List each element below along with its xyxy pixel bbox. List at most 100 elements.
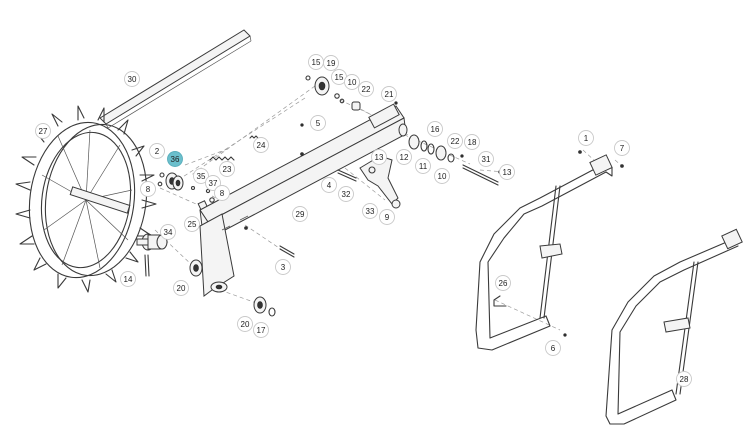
callout-21[interactable]: 21 (381, 86, 397, 102)
callout-circle (447, 133, 463, 149)
callout-24[interactable]: 24 (253, 137, 269, 153)
callout-number: 19 (327, 59, 336, 68)
callout-16[interactable]: 16 (427, 121, 443, 137)
callout-number: 11 (419, 162, 428, 171)
callout-circle (478, 151, 494, 167)
callout-17[interactable]: 17 (253, 322, 269, 338)
callout-circle (381, 86, 397, 102)
callout-number: 37 (209, 179, 218, 188)
callout-10[interactable]: 10 (344, 74, 360, 90)
callout-7[interactable]: 7 (614, 140, 630, 156)
callout-30[interactable]: 30 (124, 71, 140, 87)
callout-circle (253, 137, 269, 153)
callout-11[interactable]: 11 (415, 158, 431, 174)
callout-14[interactable]: 14 (120, 271, 136, 287)
callout-number: 31 (482, 155, 491, 164)
callout-circle (578, 130, 594, 146)
callout-circle (160, 224, 176, 240)
callout-circle (427, 121, 443, 137)
callout-27[interactable]: 27 (35, 123, 51, 139)
callout-25[interactable]: 25 (184, 216, 200, 232)
callout-number: 27 (39, 127, 48, 136)
callout-number: 33 (366, 207, 375, 216)
callout-number: 2 (155, 147, 160, 156)
callout-circle (149, 143, 165, 159)
callout-number: 18 (468, 138, 477, 147)
callout-35[interactable]: 35 (193, 168, 209, 184)
callout-32[interactable]: 32 (338, 186, 354, 202)
callout-19[interactable]: 19 (323, 55, 339, 71)
callout-number: 3 (281, 263, 286, 272)
callout-33[interactable]: 33 (362, 203, 378, 219)
callout-number: 34 (164, 228, 173, 237)
callout-6[interactable]: 6 (545, 340, 561, 356)
callout-circle (338, 186, 354, 202)
callout-29[interactable]: 29 (292, 206, 308, 222)
callout-number: 15 (312, 58, 321, 67)
callout-4[interactable]: 4 (321, 177, 337, 193)
callout-number: 21 (385, 90, 394, 99)
callout-circle (614, 140, 630, 156)
callout-circle (167, 151, 183, 167)
callout-circle (358, 81, 374, 97)
callout-circle (275, 259, 291, 275)
callout-number: 14 (124, 275, 133, 284)
callout-28[interactable]: 28 (676, 371, 692, 387)
callout-number: 29 (296, 210, 305, 219)
callout-number: 9 (385, 213, 390, 222)
callout-9[interactable]: 9 (379, 209, 395, 225)
bushings (189, 259, 276, 317)
callout-36[interactable]: 36 (167, 151, 183, 167)
callout-number: 30 (128, 75, 137, 84)
callout-23[interactable]: 23 (219, 161, 235, 177)
callout-2[interactable]: 2 (149, 143, 165, 159)
upper-bearing-parts (305, 75, 361, 111)
callout-8[interactable]: 8 (140, 181, 156, 197)
callout-circle (237, 316, 253, 332)
callout-20[interactable]: 20 (173, 280, 189, 296)
callout-31[interactable]: 31 (478, 151, 494, 167)
callout-number: 15 (335, 73, 344, 82)
callout-26[interactable]: 26 (495, 275, 511, 291)
callout-10[interactable]: 10 (434, 168, 450, 184)
callout-1[interactable]: 1 (578, 130, 594, 146)
callout-12[interactable]: 12 (396, 149, 412, 165)
callout-number: 10 (438, 172, 447, 181)
callout-number: 22 (451, 137, 460, 146)
callout-circle (310, 115, 326, 131)
callout-circle (499, 164, 515, 180)
callout-15[interactable]: 15 (308, 54, 324, 70)
right-shaft-parts (394, 101, 502, 186)
callout-circle (120, 271, 136, 287)
callout-13[interactable]: 13 (499, 164, 515, 180)
callout-number: 23 (223, 165, 232, 174)
callout-circle (362, 203, 378, 219)
callout-3[interactable]: 3 (275, 259, 291, 275)
callout-number: 24 (257, 141, 266, 150)
callout-34[interactable]: 34 (160, 224, 176, 240)
callout-number: 10 (348, 78, 357, 87)
callout-5[interactable]: 5 (310, 115, 326, 131)
callout-20[interactable]: 20 (237, 316, 253, 332)
callout-22[interactable]: 22 (358, 81, 374, 97)
callout-number: 16 (431, 125, 440, 134)
callout-number: 4 (327, 181, 332, 190)
callout-number: 22 (362, 85, 371, 94)
callout-number: 36 (171, 155, 180, 164)
callout-8[interactable]: 8 (214, 185, 230, 201)
callout-number: 8 (220, 189, 225, 198)
bracket-and-fasteners (279, 155, 401, 258)
callout-circle (35, 123, 51, 139)
callout-22[interactable]: 22 (447, 133, 463, 149)
callout-18[interactable]: 18 (464, 134, 480, 150)
callout-circle (253, 322, 269, 338)
callout-37[interactable]: 37 (205, 175, 221, 191)
callout-13[interactable]: 13 (371, 149, 387, 165)
callout-number: 25 (188, 220, 197, 229)
callout-circle (173, 280, 189, 296)
spiked-wheel-part (15, 105, 157, 293)
callout-circle (140, 181, 156, 197)
callout-number: 12 (400, 153, 409, 162)
callout-circle (184, 216, 200, 232)
